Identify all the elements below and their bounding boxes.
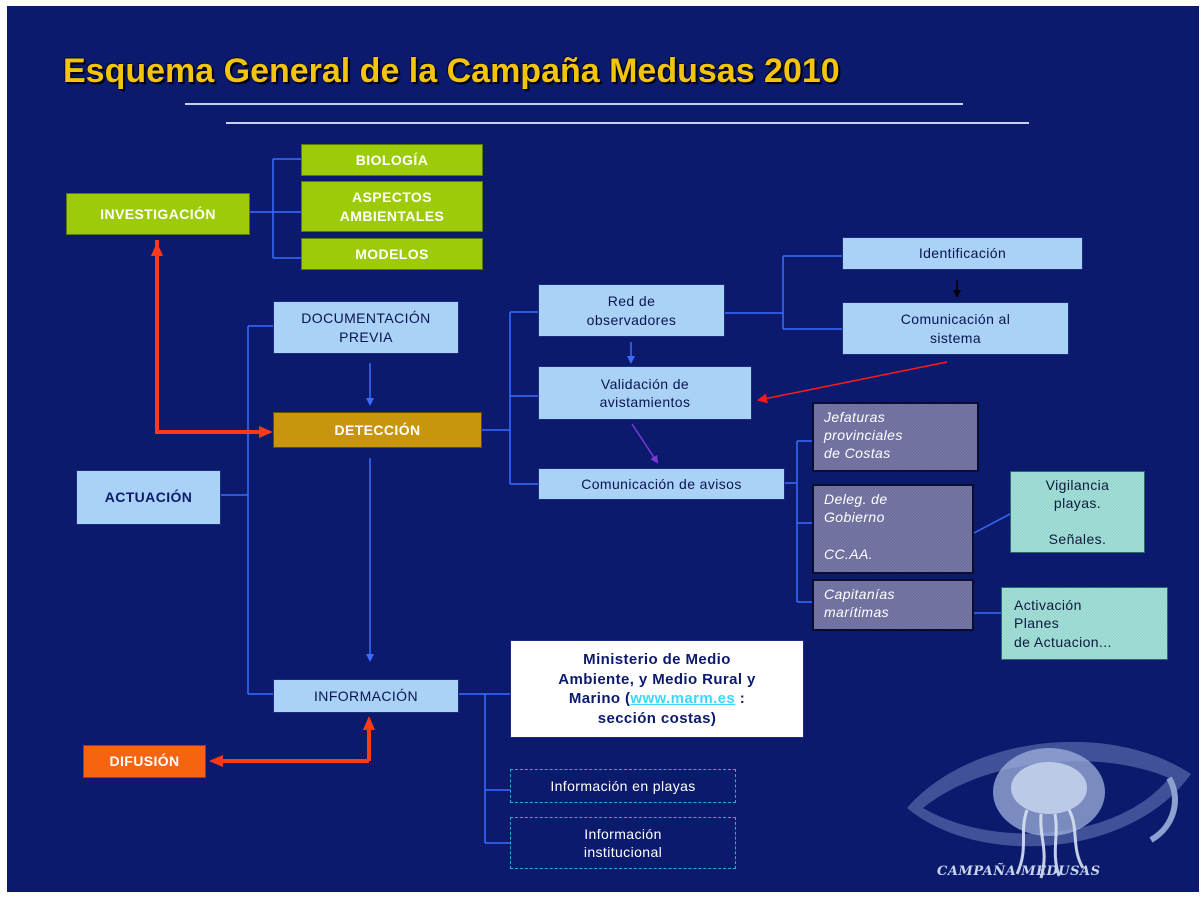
logo-caption: CAMPAÑA MEDUSAS — [937, 864, 1101, 879]
slide-title: Esquema General de la Campaña Medusas 20… — [63, 52, 840, 90]
info-playas-box: Información en playas — [510, 769, 736, 803]
info-institucional-box: Información institucional — [510, 817, 736, 869]
campaign-logo — [907, 741, 1191, 879]
slide: Esquema General de la Campaña Medusas 20… — [7, 6, 1199, 892]
capitanias-box: Capitanías marítimas — [812, 579, 974, 631]
marm-link[interactable]: www.marm.es — [630, 690, 736, 707]
informacion-box: INFORMACIÓN — [273, 679, 459, 713]
eye-logo-icon — [907, 741, 1191, 879]
ministerio-box: Ministerio de Medio Ambiente, y Medio Ru… — [510, 640, 804, 738]
identificacion-box: Identificación — [842, 237, 1083, 270]
validacion-avistamientos-box: Validación de avistamientos — [538, 366, 752, 420]
biologia-box: BIOLOGÍA — [301, 144, 483, 176]
difusion-box: DIFUSIÓN — [83, 745, 206, 778]
documentacion-previa-box: DOCUMENTACIÓN PREVIA — [273, 301, 459, 354]
vigilancia-playas-box: Vigilancia playas. Señales. — [1010, 471, 1145, 553]
actuacion-box: ACTUACIÓN — [76, 470, 221, 525]
activacion-planes-box: Activación Planes de Actuacion... — [1001, 587, 1168, 660]
red-observadores-box: Red de observadores — [538, 284, 725, 337]
aspectos-ambientales-box: ASPECTOS AMBIENTALES — [301, 181, 483, 232]
connector-lines — [151, 158, 1011, 844]
title-rule-lower — [226, 122, 1029, 124]
investigacion-box: INVESTIGACIÓN — [66, 193, 250, 235]
comunicacion-sistema-box: Comunicación al sistema — [842, 302, 1069, 355]
ministerio-text: Ministerio de Medio Ambiente, y Medio Ru… — [558, 651, 756, 727]
title-rule-upper — [185, 103, 963, 105]
deteccion-box: DETECCIÓN — [273, 412, 482, 448]
comunicacion-avisos-box: Comunicación de avisos — [538, 468, 785, 500]
delegacion-gobierno-box: Deleg. de Gobierno CC.AA. — [812, 484, 974, 574]
modelos-box: MODELOS — [301, 238, 483, 270]
jefaturas-box: Jefaturas provinciales de Costas — [812, 402, 979, 472]
